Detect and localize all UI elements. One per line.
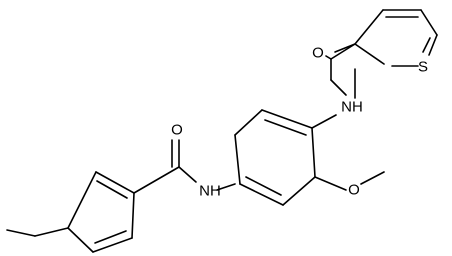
para-ethylbenzene-ring (67, 171, 135, 253)
bond (239, 183, 284, 206)
bond (428, 34, 438, 56)
atom-nh-lower: NH (199, 183, 221, 200)
methoxy-group (314, 171, 385, 191)
bond (67, 227, 94, 253)
atom-o-benzoyl-carbonyl: O (171, 122, 183, 139)
bond (422, 37, 431, 53)
central-benzene-ring (234, 109, 316, 206)
bond (95, 171, 135, 194)
bond (354, 9, 384, 45)
thiophene-ring (354, 9, 438, 67)
upper-amide-linkage (311, 68, 356, 129)
bond (334, 43, 356, 53)
bond (94, 230, 127, 244)
bond (311, 114, 337, 129)
bond (92, 237, 133, 253)
bond (34, 227, 69, 237)
bond (6, 229, 36, 237)
bond (282, 176, 316, 206)
lower-amide-linkage (133, 139, 236, 194)
bond (131, 192, 135, 239)
bond (325, 55, 332, 60)
bond (216, 183, 236, 191)
bond (420, 9, 438, 36)
bond (261, 109, 313, 129)
ethyl-group (6, 227, 69, 237)
bond (264, 119, 307, 136)
bond (330, 79, 347, 96)
bond (178, 166, 197, 183)
atom-nh-upper: NH (341, 99, 363, 116)
atom-o-methoxy: O (348, 182, 360, 199)
bond (330, 43, 356, 60)
atom-s-thiophene: S (418, 59, 428, 76)
bond (245, 176, 282, 196)
bond (360, 171, 385, 185)
bond (133, 166, 180, 194)
atom-o-thiophene-carbonyl: O (312, 45, 324, 62)
bond (234, 109, 263, 136)
thiophene-amide (325, 43, 356, 96)
bond (67, 171, 97, 229)
bond (234, 134, 241, 185)
bond (354, 43, 385, 65)
bond (96, 180, 128, 199)
bond (314, 176, 347, 191)
bond (311, 127, 316, 178)
